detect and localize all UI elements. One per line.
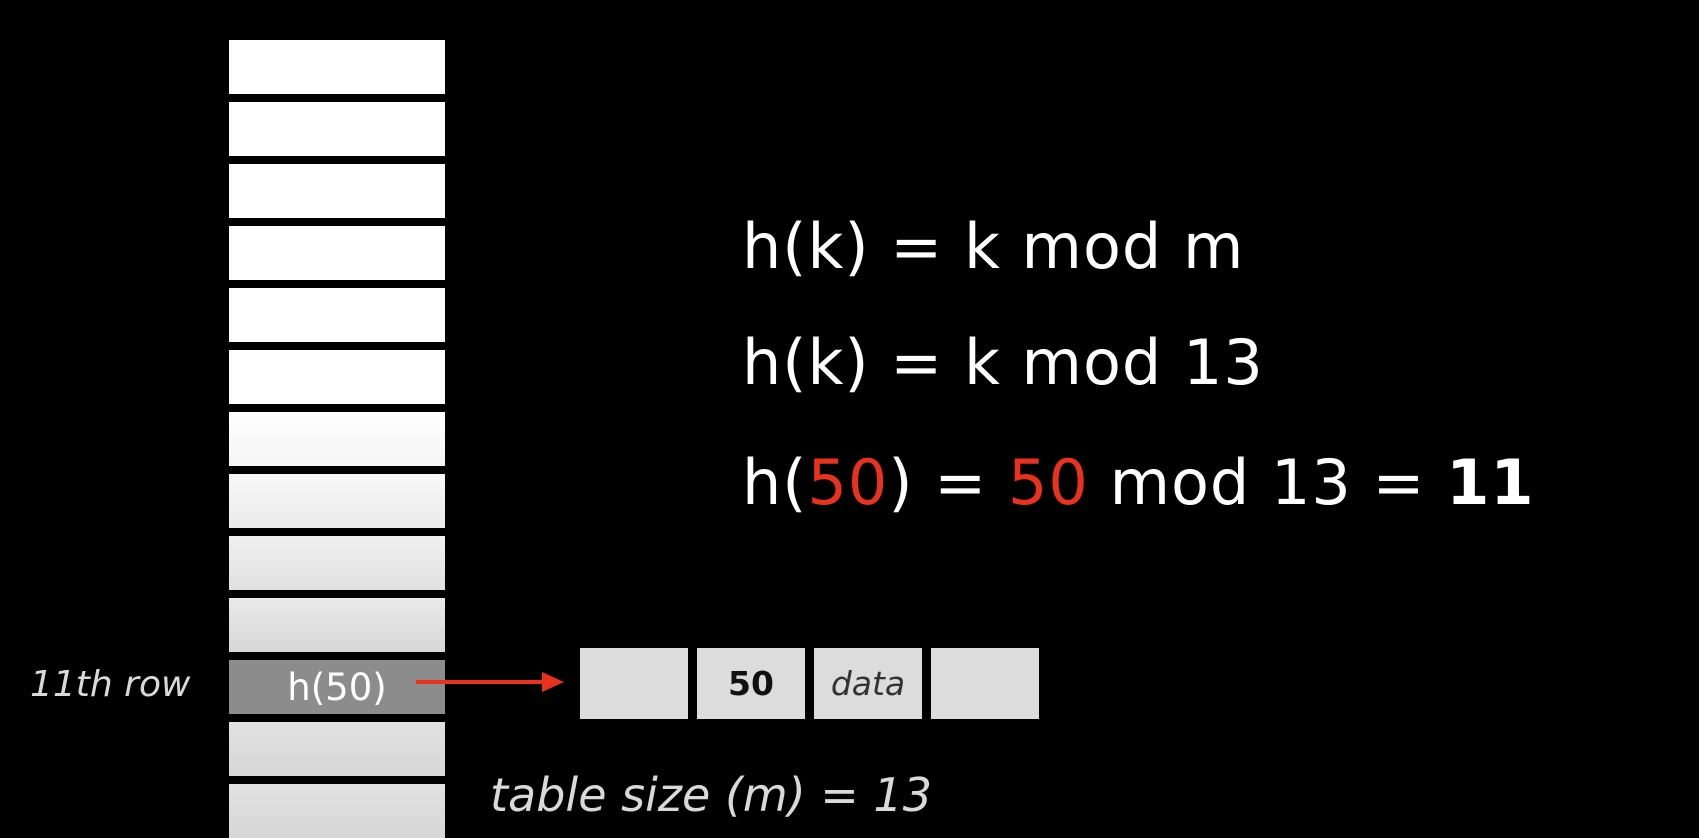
table-slot xyxy=(229,412,445,466)
table-slot xyxy=(229,474,445,528)
record-cell-empty xyxy=(580,648,688,719)
table-slot xyxy=(229,226,445,280)
table-slot xyxy=(229,784,445,838)
record-cell-empty xyxy=(931,648,1039,719)
eq-prefix: h( xyxy=(742,446,808,519)
equation-specific: h(k) = k mod 13 xyxy=(742,326,1264,399)
table-slot xyxy=(229,536,445,590)
table-slot xyxy=(229,598,445,652)
eq-suffix: mod 13 = xyxy=(1088,446,1447,519)
record-data: data xyxy=(814,648,922,719)
arrow-icon xyxy=(416,672,564,692)
equation-general: h(k) = k mod m xyxy=(742,210,1245,283)
eq-key-2: 50 xyxy=(1007,446,1089,519)
equation-example: h(50) = 50 mod 13 = 11 xyxy=(742,446,1535,519)
table-slot xyxy=(229,102,445,156)
eq-key-1: 50 xyxy=(807,446,889,519)
record-key: 50 xyxy=(697,648,805,719)
table-size-label: table size (m) = 13 xyxy=(490,768,932,822)
eq-middle: ) = xyxy=(888,446,1008,519)
hash-call-label: h(50) xyxy=(287,665,387,709)
row-label: 11th row xyxy=(30,664,191,705)
table-slot xyxy=(229,288,445,342)
table-slot xyxy=(229,350,445,404)
table-slot xyxy=(229,40,445,94)
highlighted-slot: h(50) xyxy=(229,660,445,714)
table-slot xyxy=(229,722,445,776)
eq-result: 11 xyxy=(1446,446,1535,519)
table-slot xyxy=(229,164,445,218)
